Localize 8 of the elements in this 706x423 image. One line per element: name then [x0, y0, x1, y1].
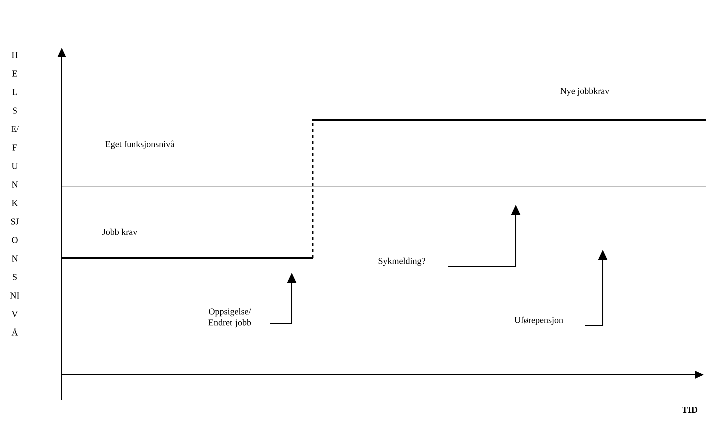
axis-label: HELSE/FUNKSJONSNIVÅ	[10, 52, 20, 336]
callout-text: Sykmelding?	[378, 258, 426, 266]
line-label: Nye jobbkrav	[560, 88, 610, 96]
line-label: Jobb krav	[102, 228, 138, 236]
axis-label: TID	[682, 407, 698, 413]
callout-text: Oppsigelse/ Endret jobb	[208, 308, 252, 328]
callout-text: Uførepensjon	[514, 316, 564, 326]
line-label: Eget funksjonsnivå	[106, 140, 174, 150]
